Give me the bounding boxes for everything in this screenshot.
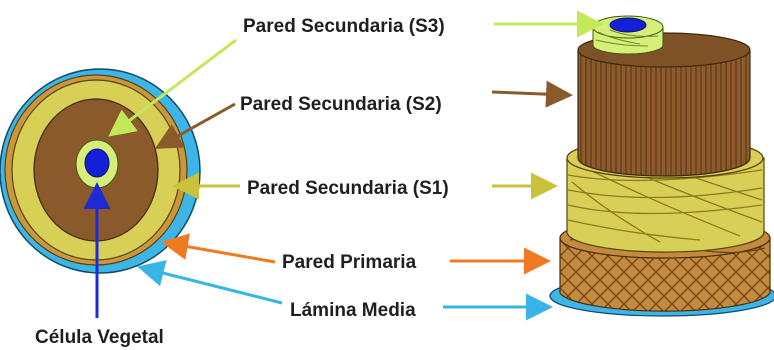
label-middle-lamella: Lámina Media [290, 300, 416, 321]
cylinder-lumen [609, 17, 647, 33]
primary-wall-layer [559, 237, 771, 312]
s3-arrow-left [108, 38, 237, 137]
label-primary-wall: Pared Primaria [282, 252, 417, 273]
middle-lamella-arrow-left [137, 260, 283, 305]
labels: Pared Secundaria (S3) Pared Secundaria (… [35, 16, 449, 348]
wall-layers-cylinder [549, 15, 774, 317]
label-plant-cell: Célula Vegetal [35, 327, 164, 348]
s2-layer [577, 49, 751, 177]
s2-arrow-right [491, 80, 573, 108]
primary-arrow-left [161, 233, 276, 264]
s2-arrow-left [154, 102, 236, 149]
cell-cross-section [0, 68, 201, 274]
label-s2: Pared Secundaria (S2) [240, 94, 442, 115]
label-s1: Pared Secundaria (S1) [247, 178, 449, 199]
label-s3: Pared Secundaria (S3) [243, 16, 445, 37]
arrows [83, 10, 604, 321]
lumen [84, 148, 110, 178]
